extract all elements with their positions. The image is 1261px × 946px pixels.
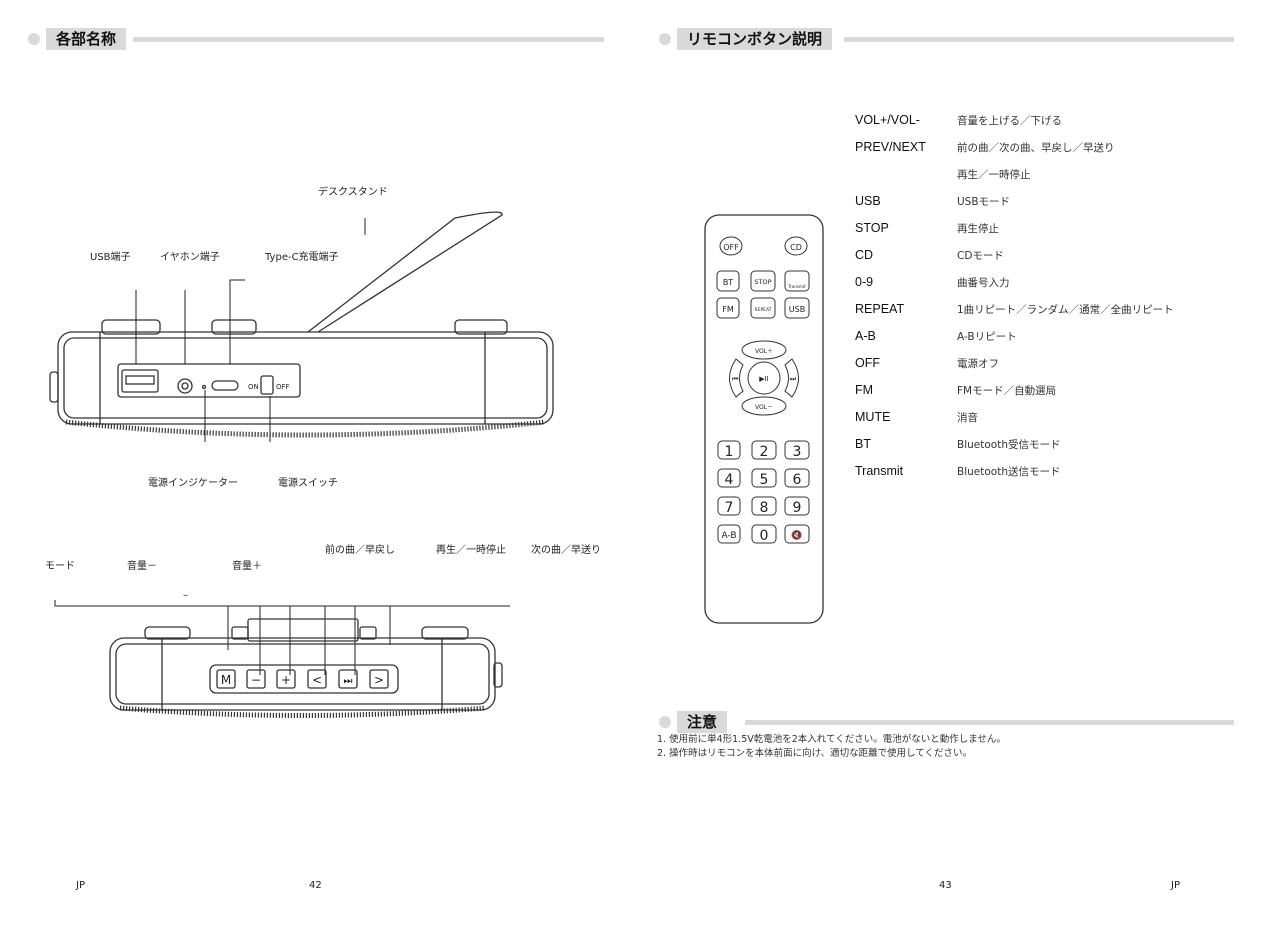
button-key: STOP — [855, 221, 889, 235]
section-title: 各部名称 — [46, 28, 127, 50]
remote-vol-down-label: VOL－ — [755, 404, 773, 411]
button-play-glyph: ⏭ — [344, 676, 353, 687]
section-header-remote: リモコンボタン説明 — [659, 28, 1234, 50]
device-back-illustration: ON OFF — [49, 211, 554, 442]
bullet-dot — [28, 33, 40, 45]
remote-digit-0: 0 — [760, 528, 769, 544]
button-next-glyph: > — [374, 673, 384, 687]
section-title: リモコンボタン説明 — [677, 28, 833, 50]
label-usb-port: USB端子 — [90, 252, 131, 263]
button-description: CDモード — [957, 250, 1004, 262]
section-header-notes: 注意 — [659, 711, 1234, 733]
button-vol-up-glyph: + — [281, 673, 291, 687]
bullet-dot — [659, 716, 671, 728]
label-prev: 前の曲／早戻し — [325, 545, 395, 556]
button-description: 1曲リピート／ランダム／通常／全曲リピート — [957, 304, 1174, 316]
label-power-indicator: 電源インジケーター — [148, 478, 238, 489]
label-vol-down: 音量－ — [127, 561, 157, 572]
remote-digit-3: 3 — [793, 444, 802, 460]
bullet-dot — [659, 33, 671, 45]
button-description: A-Bリピート — [957, 331, 1017, 343]
switch-off-label: OFF — [276, 383, 290, 391]
remote-ab-label: A-B — [721, 531, 736, 541]
remote-fm-label: FM — [722, 305, 734, 314]
note-item: 1. 使用前に単4形1.5V乾電池を2本入れてください。電池がないと動作しません… — [657, 734, 1006, 745]
switch-on-label: ON — [248, 383, 259, 391]
remote-digit-2: 2 — [760, 444, 769, 460]
label-vol-up: 音量＋ — [232, 561, 262, 572]
label-dash: – — [183, 590, 188, 601]
right-page: リモコンボタン説明 — [631, 0, 1261, 946]
device-top-illustration: M − + < ⏭ > — [54, 600, 510, 718]
label-play-pause: 再生／一時停止 — [436, 545, 506, 556]
remote-mute-icon: 🔇 — [791, 529, 802, 541]
button-description: 再生／一時停止 — [957, 169, 1031, 181]
remote-play-label: ▶II — [759, 375, 769, 383]
note-item: 2. 操作時はリモコンを本体前面に向け、適切な距離で使用してください。 — [657, 748, 973, 759]
button-key: 0-9 — [855, 275, 874, 289]
remote-digit-8: 8 — [760, 500, 769, 516]
section-title: 注意 — [677, 711, 728, 733]
button-key: USB — [855, 194, 881, 208]
button-key: REPEAT — [855, 302, 905, 316]
remote-digit-9: 9 — [793, 500, 802, 516]
remote-digit-5: 5 — [760, 472, 769, 488]
remote-usb-label: USB — [789, 305, 805, 314]
label-next: 次の曲／早送り — [531, 545, 601, 556]
label-mode: モード — [45, 561, 75, 572]
notes-list: 1. 使用前に単4形1.5V乾電池を2本入れてください。電池がないと動作しません… — [657, 733, 1006, 761]
button-description: 曲番号入力 — [957, 277, 1010, 289]
section-rule — [133, 37, 604, 42]
section-header-parts: 各部名称 — [28, 28, 604, 50]
remote-cd-label: CD — [790, 243, 802, 252]
button-key: FM — [855, 383, 874, 397]
button-description: 消音 — [957, 412, 978, 424]
remote-illustration: OFF CD BT STOP Transmit FM REPEAT USB VO… — [704, 214, 824, 624]
remote-digit-1: 1 — [725, 444, 734, 460]
button-description: FMモード／自動選局 — [957, 385, 1057, 397]
footer-page-right: 43 — [939, 880, 952, 891]
label-power-switch: 電源スイッチ — [278, 478, 338, 489]
footer-lang-right: JP — [1171, 880, 1180, 891]
footer-lang-left: JP — [76, 880, 85, 891]
section-rule — [745, 720, 1234, 725]
button-key: OFF — [855, 356, 880, 370]
remote-digit-6: 6 — [793, 472, 802, 488]
button-mode-glyph: M — [221, 673, 231, 687]
button-description: Bluetooth送信モード — [957, 466, 1061, 478]
button-description: Bluetooth受信モード — [957, 439, 1061, 451]
button-key: A-B — [855, 329, 876, 343]
button-description: 前の曲／次の曲、早戻し／早送り — [957, 142, 1115, 154]
remote-repeat-label: REPEAT — [754, 307, 771, 313]
section-rule — [844, 37, 1234, 42]
left-page: 各部名称 デスクスタンド USB端子 イヤホン端子 Type-C充電端子 電源イ… — [0, 0, 630, 946]
footer-page-left: 42 — [309, 880, 322, 891]
remote-digit-7: 7 — [725, 500, 734, 516]
button-key: PREV/NEXT — [855, 140, 926, 154]
remote-transmit-label: Transmit — [787, 284, 806, 289]
remote-prev-label: ⏮ — [732, 375, 738, 383]
button-vol-down-glyph: − — [251, 673, 261, 687]
button-key: MUTE — [855, 410, 891, 424]
button-key: CD — [855, 248, 874, 262]
button-description: 再生停止 — [957, 223, 999, 235]
remote-vol-up-label: VOL＋ — [755, 348, 773, 355]
button-description: 電源オフ — [957, 358, 999, 370]
label-earphone-port: イヤホン端子 — [160, 252, 220, 263]
remote-digit-4: 4 — [725, 472, 734, 488]
button-key: VOL+/VOL- — [855, 113, 920, 127]
remote-off-label: OFF — [723, 243, 739, 252]
remote-next-label: ⏭ — [790, 375, 797, 383]
label-desk-stand: デスクスタンド — [318, 187, 388, 198]
remote-stop-label: STOP — [754, 278, 771, 286]
remote-bt-label: BT — [723, 278, 733, 287]
button-description: USBモード — [957, 196, 1011, 208]
button-prev-glyph: < — [312, 673, 322, 687]
label-typec-port: Type-C充電端子 — [265, 252, 339, 263]
button-key: BT — [855, 437, 871, 451]
button-description: 音量を上げる／下げる — [957, 115, 1062, 127]
button-key: Transmit — [855, 464, 904, 478]
